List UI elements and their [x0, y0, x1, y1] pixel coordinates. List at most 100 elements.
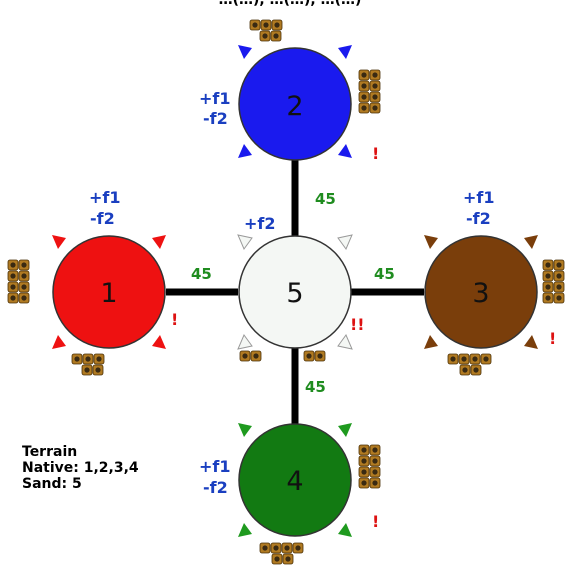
node-1-alert: ! [171, 310, 178, 329]
node-3-mod-bottom: -f2 [466, 209, 491, 228]
node-5-label: 5 [286, 278, 303, 309]
node-4-mod-bottom: -f2 [203, 478, 228, 497]
node-4-alert: ! [372, 512, 379, 531]
unit-token-figure [317, 353, 323, 359]
unit-token-figure [545, 262, 551, 268]
node-2-alert: ! [372, 144, 379, 163]
node-2-mod-bottom: -f2 [203, 109, 228, 128]
unit-token-figure [361, 447, 367, 453]
terrain-legend: Terrain Native: 1,2,3,4 Sand: 5 [22, 444, 139, 492]
unit-token-figure [273, 545, 279, 551]
unit-token-figure [361, 94, 367, 100]
node-4-circle [238, 423, 352, 537]
node-3-circle [424, 235, 538, 349]
unit-token-figure [556, 284, 562, 290]
unit-token-figure [284, 545, 290, 551]
unit-token-figure [450, 356, 456, 362]
terrain-sand: Sand: 5 [22, 476, 82, 492]
spike [152, 335, 166, 349]
node-2-circle [238, 47, 352, 161]
unit-token-figure [361, 83, 367, 89]
unit-token-figure [285, 556, 291, 562]
spike [337, 234, 353, 251]
terrain-title: Terrain [22, 444, 78, 460]
unit-token-figure [372, 94, 378, 100]
unit-token-figure [361, 105, 367, 111]
unit-token-figure [372, 447, 378, 453]
unit-token-figure [242, 353, 248, 359]
unit-token-figure [96, 356, 102, 362]
unit-token-figure [372, 458, 378, 464]
node-4-mod-top: +f1 [199, 457, 231, 476]
unit-token-figure [556, 273, 562, 279]
node-3-alert: ! [549, 329, 556, 348]
unit-token-figure [483, 356, 489, 362]
spike [52, 335, 66, 349]
unit-token-figure [372, 72, 378, 78]
unit-token-figure [21, 295, 27, 301]
node-1-mod-top: +f1 [89, 188, 121, 207]
spike [238, 523, 252, 537]
unit-token-figure [372, 105, 378, 111]
unit-token-figure [273, 33, 279, 39]
node-1: 1 +f1 -f2 ! [52, 188, 178, 349]
unit-token-figure [361, 469, 367, 475]
node-5-alert: !! [350, 315, 365, 334]
unit-token-figure [84, 367, 90, 373]
unit-token-figure [21, 284, 27, 290]
unit-token-figure [473, 367, 479, 373]
spike [52, 235, 66, 249]
spike [337, 333, 353, 350]
node-4: 4 +f1 -f2 ! [199, 423, 379, 537]
unit-token-figure [21, 262, 27, 268]
spike [338, 144, 352, 158]
unit-token-figure [252, 22, 258, 28]
unit-token-figure [556, 295, 562, 301]
node-5-circle [238, 235, 352, 349]
unit-token-figure [372, 469, 378, 475]
unit-token-figure [372, 480, 378, 486]
spike [152, 235, 166, 249]
unit-token-figure [95, 367, 101, 373]
spike [338, 45, 352, 59]
spike [238, 423, 252, 437]
node-1-mod-bottom: -f2 [90, 209, 115, 228]
node-5: 5 +f2 !! [237, 214, 365, 350]
unit-token-icons [7, 19, 565, 565]
unit-token-figure [372, 83, 378, 89]
node-3: 3 +f1 -f2 ! [424, 188, 556, 349]
unit-token-figure [462, 367, 468, 373]
node-5-mod-top: +f2 [244, 214, 276, 233]
node-1-circle [52, 235, 166, 349]
unit-token-figure [274, 556, 280, 562]
unit-token-figure [361, 480, 367, 486]
unit-token-figure [21, 273, 27, 279]
unit-token-figure [545, 273, 551, 279]
spike [237, 234, 253, 251]
unit-token-figure [10, 284, 16, 290]
unit-token-figure [10, 295, 16, 301]
node-4-label: 4 [286, 466, 303, 497]
unit-token-figure [556, 262, 562, 268]
unit-token-figure [74, 356, 80, 362]
node-2: 2 +f1 -f2 ! [199, 45, 379, 163]
unit-token-figure [295, 545, 301, 551]
spike [524, 235, 538, 249]
unit-token-figure [461, 356, 467, 362]
unit-token-figure [85, 356, 91, 362]
unit-token-figure [361, 72, 367, 78]
spike [338, 423, 352, 437]
unit-token-figure [361, 458, 367, 464]
edge-weight-5-3: 45 [374, 265, 395, 283]
header-text: …(…), …(…), …(…) [219, 0, 362, 8]
spike [338, 523, 352, 537]
node-2-label: 2 [286, 91, 303, 122]
spike [424, 235, 438, 249]
node-1-label: 1 [100, 278, 117, 309]
edge-weight-5-1: 45 [191, 265, 212, 283]
unit-token-figure [262, 33, 268, 39]
unit-token-figure [545, 295, 551, 301]
unit-token-figure [10, 262, 16, 268]
unit-token-figure [10, 273, 16, 279]
